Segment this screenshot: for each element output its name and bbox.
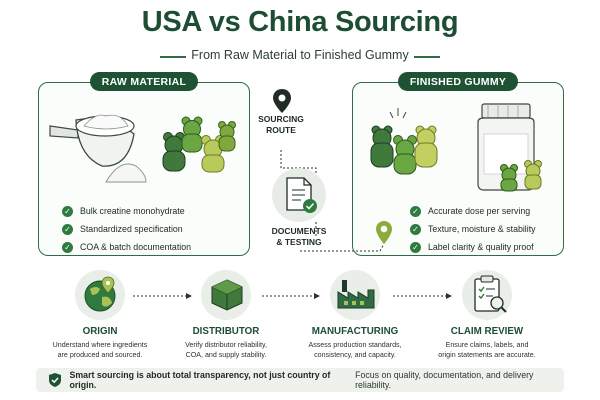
bottom-summary-bar: Smart sourcing is about total transparen… <box>36 368 564 392</box>
documents-icon <box>272 168 326 222</box>
shield-check-icon <box>49 373 61 387</box>
list-item: ✓Bulk creatine monohydrate <box>62 203 191 219</box>
supplement-bottle-icon <box>477 103 542 192</box>
check-icon: ✓ <box>62 241 73 253</box>
check-icon: ✓ <box>62 223 73 235</box>
green-pin-icon <box>376 221 392 244</box>
gummy-bears-icon <box>162 116 236 173</box>
list-item: ✓Accurate dose per serving <box>410 203 536 219</box>
check-icon: ✓ <box>410 241 421 253</box>
distributor-title: DISTRIBUTOR <box>192 326 260 337</box>
check-icon: ✓ <box>410 223 421 235</box>
clipboard-icon <box>474 275 507 313</box>
page-title: USA vs China Sourcing <box>141 6 459 38</box>
manufacturing-title: MANUFACTURING <box>311 326 399 337</box>
list-item: ✓Texture, moisture & stability <box>410 221 536 237</box>
origin-title: ORIGIN <box>82 326 118 337</box>
subtitle-line-left <box>160 56 186 58</box>
raw-material-list: ✓Bulk creatine monohydrate ✓Standardized… <box>62 203 191 257</box>
raw-material-tag: RAW MATERIAL <box>90 72 198 91</box>
sourcing-route-label: SOURCING ROUTE <box>258 114 304 135</box>
finished-gummy-tag: FINISHED GUMMY <box>398 72 518 91</box>
check-icon: ✓ <box>62 205 73 217</box>
check-icon: ✓ <box>410 205 421 217</box>
list-item: ✓COA & batch documentation <box>62 239 191 255</box>
manufacturing-desc: Assess production standards, consistency… <box>308 341 402 359</box>
subtitle-line-right <box>414 56 440 58</box>
claim-review-title: CLAIM REVIEW <box>450 326 524 337</box>
powder-scoop-icon <box>49 114 147 183</box>
summary-strong: Smart sourcing is about total transparen… <box>69 370 331 390</box>
page-subtitle: From Raw Material to Finished Gummy <box>191 48 409 62</box>
location-pin-icon <box>273 89 291 113</box>
box-icon <box>211 279 243 311</box>
list-item: ✓Standardized specification <box>62 221 191 237</box>
finished-gummy-list: ✓Accurate dose per serving ✓Texture, moi… <box>410 203 536 257</box>
distributor-desc: Verify distributor reliability, COA, and… <box>185 341 267 359</box>
origin-desc: Understand where ingredients are produce… <box>52 341 148 359</box>
claim-review-desc: Ensure claims, labels, and origin statem… <box>438 341 536 359</box>
summary-rest: Focus on quality, documentation, and del… <box>355 370 534 390</box>
list-item: ✓Label clarity & quality proof <box>410 239 536 255</box>
documents-testing-label: DOCUMENTS & TESTING <box>271 226 327 247</box>
globe-icon <box>84 276 116 312</box>
factory-icon <box>337 280 375 309</box>
gummy-cluster-icon <box>370 108 438 175</box>
